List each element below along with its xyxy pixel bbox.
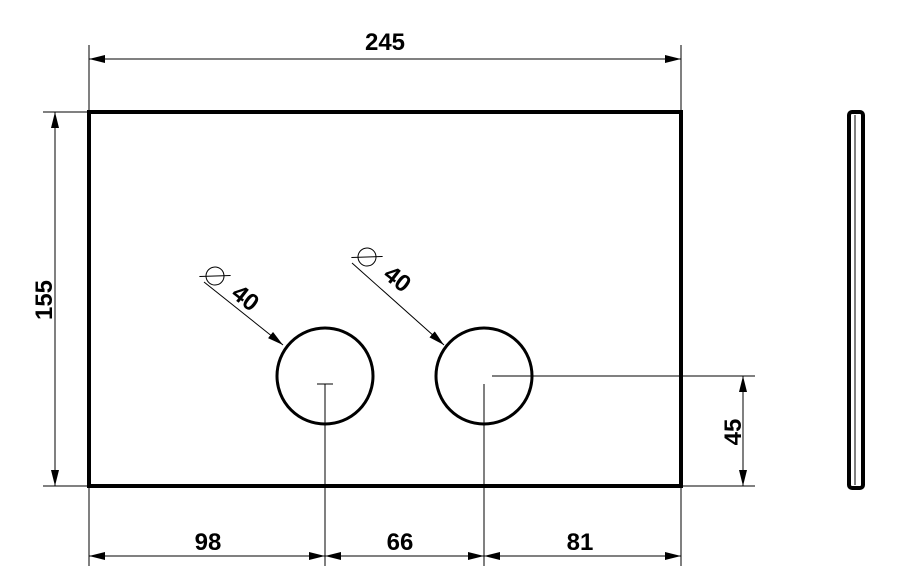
- dim-label-button-height: 45: [720, 419, 747, 446]
- dim-label-width-total: 245: [365, 29, 405, 56]
- dim-label-left-offset: 98: [195, 529, 222, 556]
- diameter-symbol-icon: [205, 266, 225, 286]
- diameter-leader-right: 40: [351, 247, 445, 346]
- dim-label-diameter-right: 40: [378, 260, 416, 298]
- dim-label-diameter-left: 40: [226, 279, 264, 317]
- dim-label-height-total: 155: [31, 280, 58, 320]
- dim-label-right-offset: 81: [567, 529, 594, 556]
- diameter-symbol-icon: [357, 247, 377, 267]
- dim-label-spacing: 66: [387, 529, 414, 556]
- diameter-leader-left: 40: [199, 266, 284, 346]
- plate-side-view: [847, 110, 865, 490]
- plate-outline: [87, 110, 683, 488]
